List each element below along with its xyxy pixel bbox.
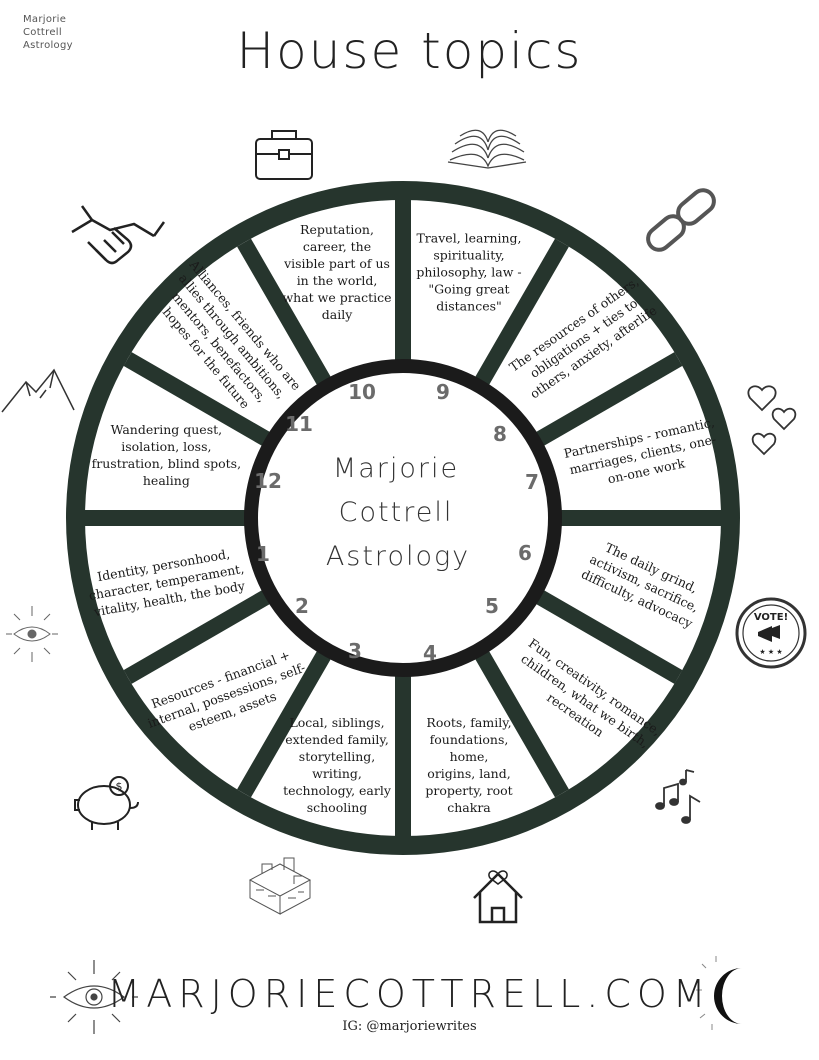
eye-sun-icon bbox=[50, 960, 138, 1034]
house-10-text-line: in the world, bbox=[297, 273, 378, 288]
house-10-text-line: Reputation, bbox=[300, 222, 374, 237]
house-6-number: 6 bbox=[518, 541, 532, 565]
instagram-handle: IG: @marjoriewrites bbox=[342, 1019, 477, 1034]
house-4-text-line: home, bbox=[450, 749, 489, 764]
house-3-text-line: schooling bbox=[307, 800, 368, 815]
handshake-icon bbox=[71, 205, 166, 265]
house-10-text-line: what we practice bbox=[282, 290, 391, 305]
house-10-description: Reputation, career, the visible part of us… bbox=[282, 222, 391, 322]
house-4-text-line: chakra bbox=[447, 800, 491, 815]
house-10-text-line: daily bbox=[322, 307, 353, 322]
house-12-text-line: frustration, blind spots, bbox=[92, 456, 241, 471]
house-9-text-line: spirituality, bbox=[433, 248, 504, 263]
center-brand-line: Marjorie bbox=[333, 453, 459, 484]
house-divider bbox=[530, 587, 683, 684]
house-4-number: 4 bbox=[423, 641, 437, 665]
house-4-text-line: Roots, family, bbox=[426, 715, 511, 730]
house-11-number: 11 bbox=[285, 412, 313, 436]
house-10-text-line: career, the bbox=[303, 239, 371, 254]
hearts-icon bbox=[747, 385, 797, 456]
chain-link-icon bbox=[646, 188, 716, 252]
house-divider bbox=[123, 587, 276, 684]
house-4-text-line: foundations, bbox=[430, 732, 509, 747]
house-10-number: 10 bbox=[348, 380, 376, 404]
house-9-text-line: philosophy, law - bbox=[416, 265, 521, 280]
vote-badge-icon: VOTE! ★ ★ ★ bbox=[735, 597, 807, 669]
center-brand-line: Cottrell bbox=[339, 497, 454, 528]
house-2-number: 2 bbox=[295, 594, 309, 618]
sparkle-eye-icon bbox=[6, 606, 58, 662]
corner-brand-line: Astrology bbox=[23, 40, 73, 51]
house-4-text-line: property, root bbox=[425, 783, 512, 798]
vote-badge-label: VOTE! bbox=[754, 612, 788, 623]
house-divider bbox=[237, 238, 334, 391]
house-10-text-line: visible part of us bbox=[283, 256, 390, 271]
house-3-description: Local, siblings, extended family, storytel… bbox=[283, 715, 392, 815]
house-3-text-line: Local, siblings, bbox=[289, 715, 384, 730]
house-9-text-line: Travel, learning, bbox=[416, 231, 521, 246]
house-divider bbox=[530, 352, 683, 449]
house-3-text-line: extended family, bbox=[285, 732, 389, 747]
house-4-description: Roots, family, foundations, home, origins, … bbox=[425, 715, 512, 815]
piggy-bank-icon: $ bbox=[74, 776, 139, 830]
house-3-text-line: storytelling, bbox=[299, 749, 375, 764]
inner-ring bbox=[244, 359, 562, 677]
music-notes-icon bbox=[655, 769, 701, 824]
house-9-text-line: distances" bbox=[436, 299, 502, 314]
svg-text:$: $ bbox=[116, 780, 123, 793]
house-divider bbox=[472, 645, 569, 798]
center-brand: Marjorie Cottrell Astrology bbox=[326, 453, 470, 572]
open-book-icon bbox=[447, 129, 527, 169]
mountain-icon bbox=[1, 368, 75, 413]
page-title: House topics bbox=[236, 22, 583, 80]
center-brand-line: Astrology bbox=[326, 541, 470, 572]
house-divider bbox=[123, 352, 276, 449]
house-7-number: 7 bbox=[525, 470, 539, 494]
svg-text:★ ★ ★: ★ ★ ★ bbox=[759, 648, 782, 656]
house-9-number: 9 bbox=[436, 380, 450, 404]
house-9-text-line: "Going great bbox=[428, 282, 509, 297]
house-8-number: 8 bbox=[493, 422, 507, 446]
crescent-moon-icon bbox=[696, 956, 742, 1030]
house-12-description: Wandering quest, isolation, loss, frustrat… bbox=[92, 422, 241, 488]
house-5-number: 5 bbox=[485, 594, 499, 618]
house-12-text-line: healing bbox=[143, 473, 190, 488]
corner-brand-line: Cottrell bbox=[23, 27, 62, 38]
house-divider bbox=[472, 238, 569, 391]
house-icon bbox=[473, 870, 523, 924]
house-12-text-line: isolation, loss, bbox=[121, 439, 211, 454]
briefcase-icon bbox=[255, 130, 313, 180]
house-4-text-line: origins, land, bbox=[427, 766, 510, 781]
house-12-text-line: Wandering quest, bbox=[111, 422, 223, 437]
house-1-number: 1 bbox=[256, 542, 270, 566]
house-9-description: Travel, learning, spirituality, philosophy… bbox=[416, 231, 521, 314]
corner-brand-logo: Marjorie Cottrell Astrology bbox=[23, 13, 113, 52]
wheel-rings bbox=[66, 181, 740, 855]
website-url: MARJORIECOTTRELL.COM bbox=[107, 972, 712, 1016]
house-3-text-line: writing, bbox=[312, 766, 362, 781]
city-blocks-icon bbox=[248, 857, 312, 915]
house-3-number: 3 bbox=[348, 639, 362, 663]
corner-brand-line: Marjorie bbox=[23, 14, 67, 25]
house-12-number: 12 bbox=[254, 469, 282, 493]
house-3-text-line: technology, early bbox=[283, 783, 392, 798]
house-divider bbox=[237, 645, 334, 798]
